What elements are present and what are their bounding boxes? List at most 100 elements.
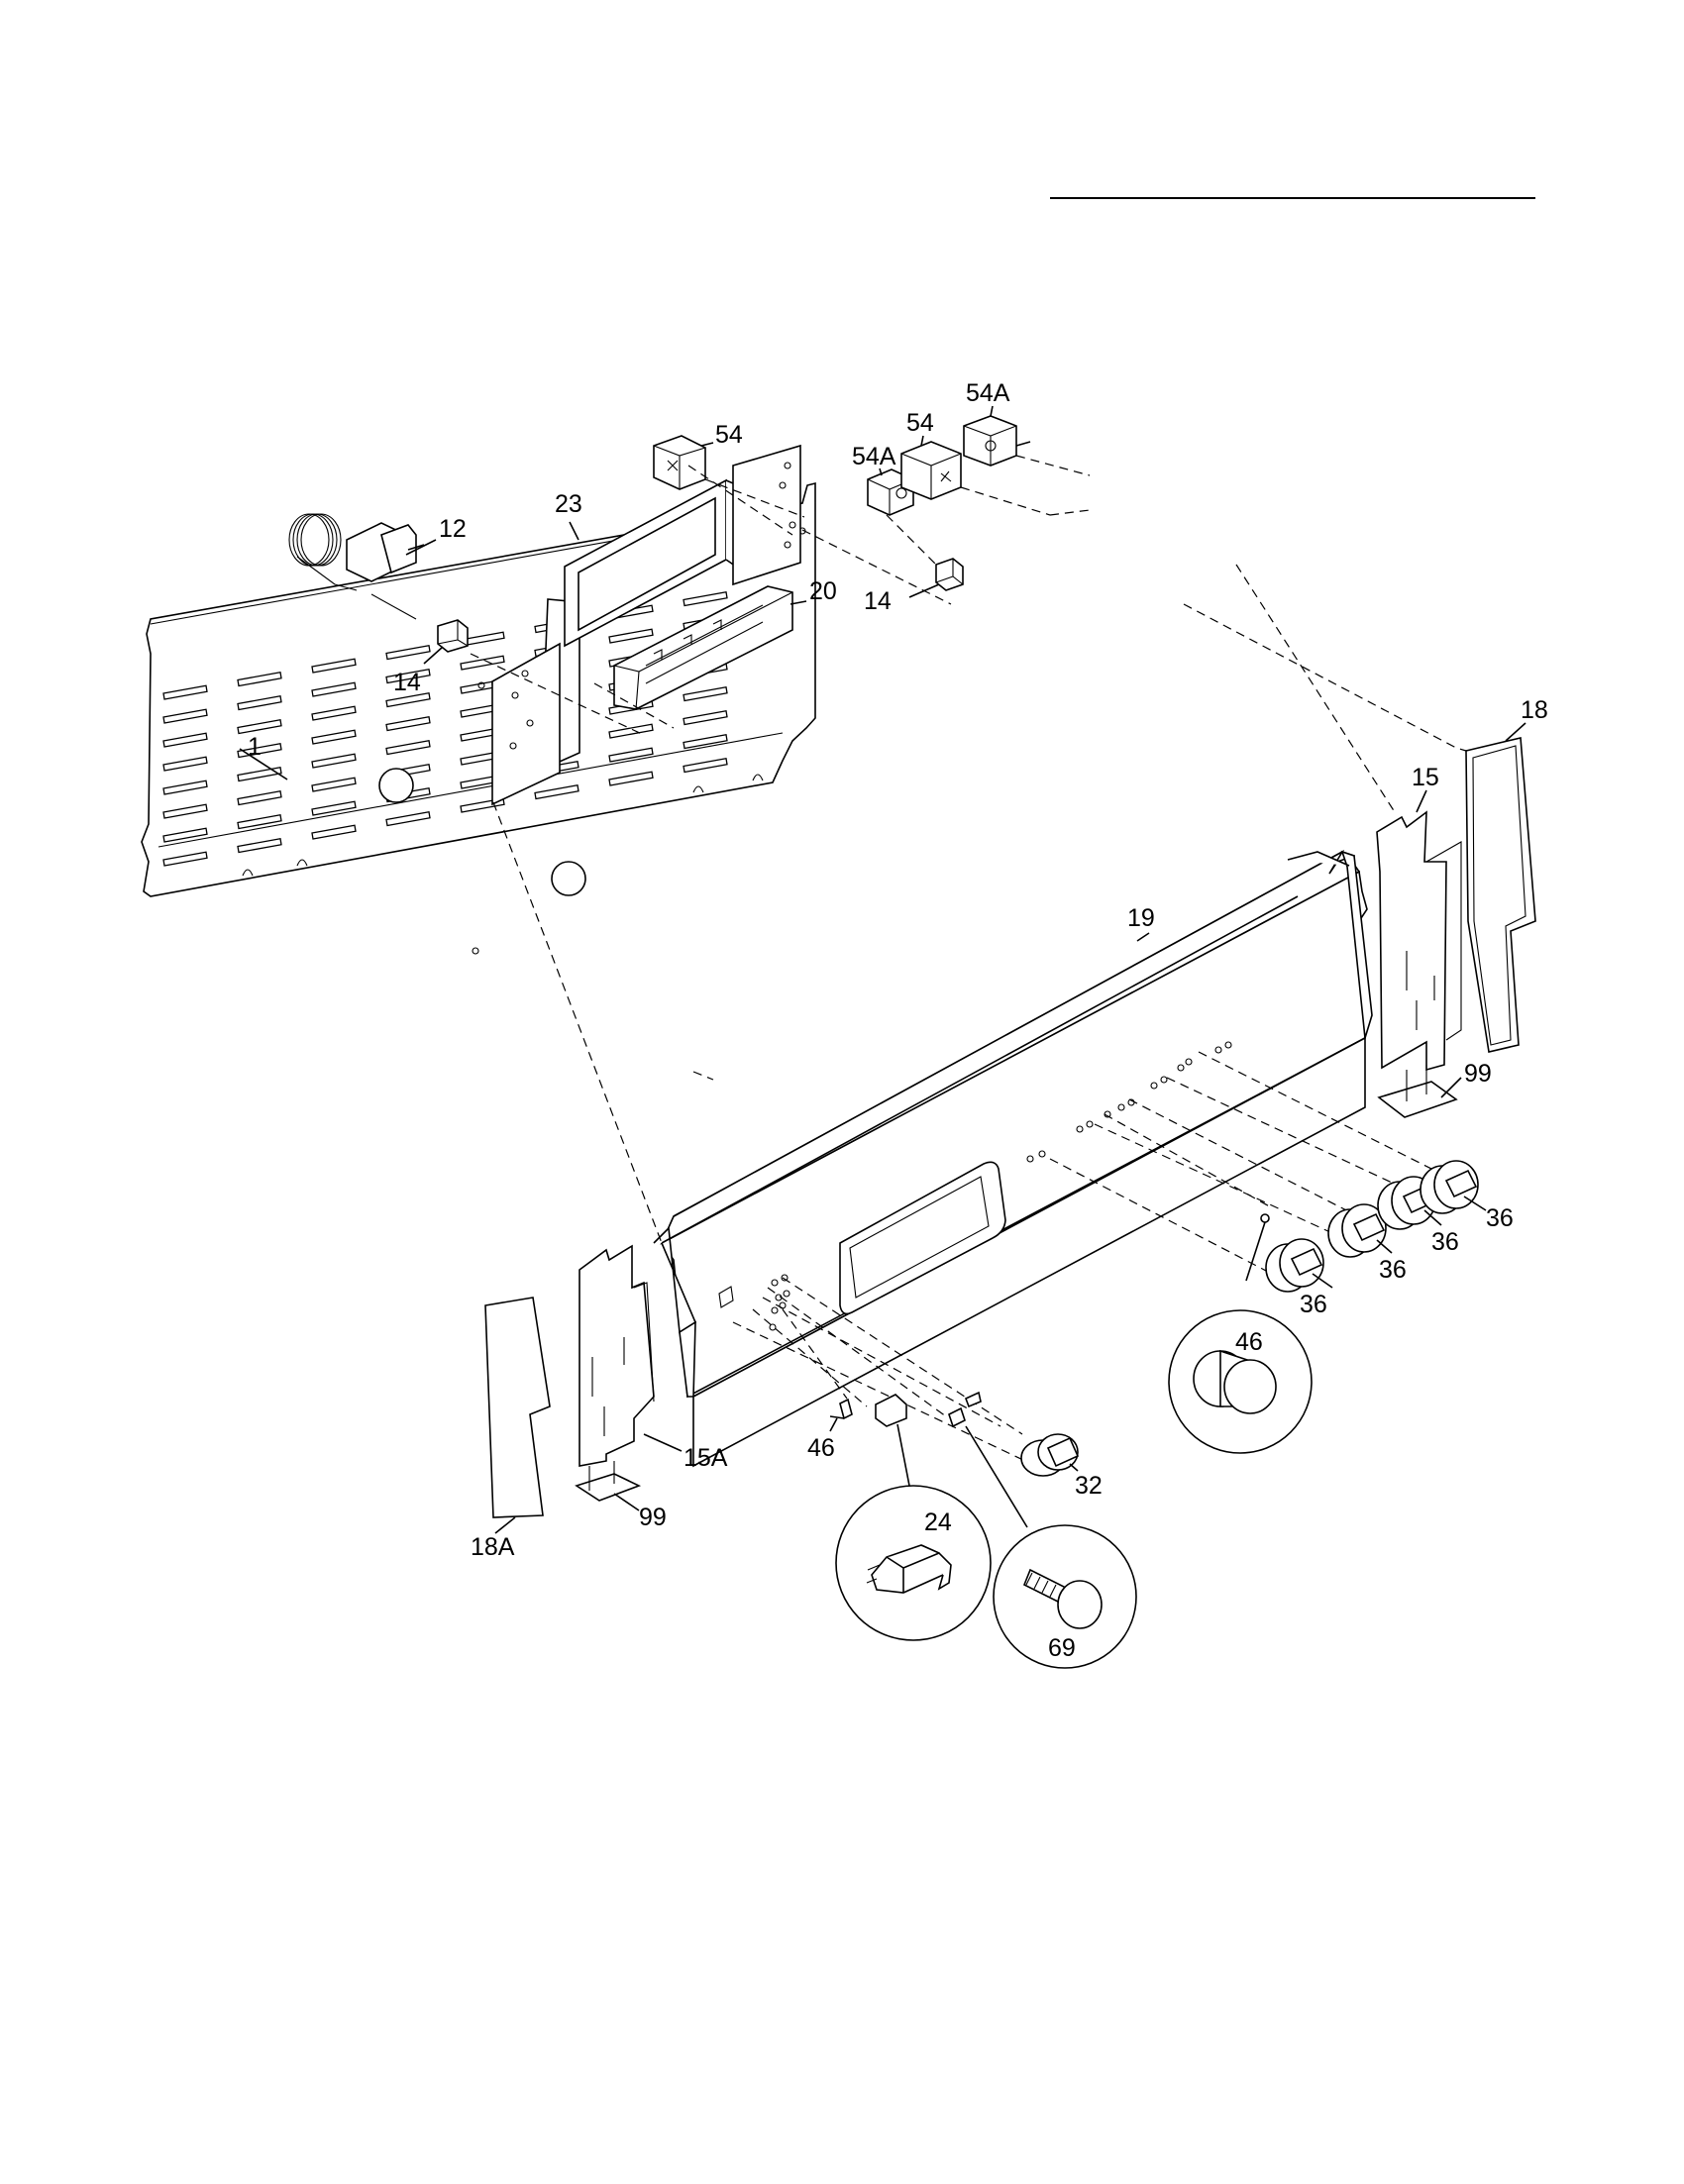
panel-hole xyxy=(1150,1082,1158,1090)
vent-slot xyxy=(385,691,431,708)
vent-slot xyxy=(608,628,654,644)
part-54-clock-switch-left xyxy=(653,435,706,490)
vent-slot xyxy=(385,810,431,827)
vent-slot xyxy=(237,671,282,687)
callout-54-right: 54 xyxy=(906,409,934,437)
panel-hole xyxy=(781,1274,789,1282)
part-15-side-bracket-right xyxy=(1376,810,1462,1118)
vent-slot xyxy=(311,753,357,769)
callout-69: 69 xyxy=(1048,1634,1076,1662)
callout-54-left: 54 xyxy=(715,421,743,449)
panel-hole xyxy=(779,1301,787,1309)
callout-54a-right: 54A xyxy=(966,379,1010,407)
callout-46-circle: 46 xyxy=(1235,1328,1263,1356)
knob-36 xyxy=(1327,1203,1387,1258)
panel-hole xyxy=(1117,1103,1125,1111)
callout-32: 32 xyxy=(1075,1472,1103,1500)
callout-18a: 18A xyxy=(471,1533,515,1561)
vent-slot xyxy=(608,723,654,739)
callout-20: 20 xyxy=(809,577,837,605)
panel-hole xyxy=(1177,1064,1185,1072)
control-bracket-left xyxy=(491,598,580,806)
panel-hole xyxy=(1086,1120,1094,1128)
part-69-screws xyxy=(948,1391,982,1428)
callout-54a-left: 54A xyxy=(852,443,896,470)
vent-slot xyxy=(683,757,728,774)
vent-slot xyxy=(162,827,208,843)
vent-slot xyxy=(237,813,282,830)
assembly-dashed-lines xyxy=(470,455,1467,1462)
callout-99-left: 99 xyxy=(639,1504,667,1531)
panel-hole xyxy=(1076,1125,1084,1133)
vent-slot xyxy=(683,685,728,702)
part-19-control-panel xyxy=(653,849,1373,1468)
callout-15a: 15A xyxy=(684,1444,728,1472)
callout-15: 15 xyxy=(1412,764,1439,791)
callout-24: 24 xyxy=(924,1508,952,1536)
vent-slot xyxy=(534,783,579,800)
part-36-knobs xyxy=(1265,1160,1479,1293)
vent-slot xyxy=(311,705,357,721)
panel-hole xyxy=(1127,1098,1135,1106)
vent-slot xyxy=(608,771,654,786)
panel-hole xyxy=(769,1323,777,1331)
detail-circle-46 xyxy=(1168,1309,1313,1454)
vent-slot xyxy=(460,655,505,671)
panel-hole xyxy=(1185,1058,1193,1066)
vent-slot xyxy=(385,644,431,661)
part-14-switch-left xyxy=(437,619,469,653)
callout-36-c: 36 xyxy=(1431,1228,1459,1256)
callout-1: 1 xyxy=(248,733,262,761)
knob-36 xyxy=(1420,1160,1479,1214)
vent-slot xyxy=(311,777,357,792)
vent-slot xyxy=(162,780,208,795)
callout-36-a: 36 xyxy=(1300,1291,1327,1318)
vent-slot xyxy=(162,732,208,748)
panel-hole xyxy=(1224,1041,1232,1049)
part-15a-side-bracket-left xyxy=(575,1244,655,1502)
panel-hole xyxy=(1214,1046,1222,1054)
vent-slot xyxy=(162,684,208,700)
panel-hole xyxy=(1038,1150,1046,1158)
part-46-plug-small xyxy=(839,1213,1270,1420)
callout-19: 19 xyxy=(1127,904,1155,932)
vent-slot xyxy=(237,789,282,806)
part-12-thermostat xyxy=(288,513,425,620)
panel-hole xyxy=(771,1306,779,1314)
vent-slot xyxy=(385,668,431,684)
vent-slot xyxy=(311,729,357,745)
vent-slot xyxy=(237,837,282,854)
vent-slot xyxy=(311,681,357,697)
detail-circle-69 xyxy=(993,1524,1137,1669)
detail-circle-24 xyxy=(835,1485,992,1641)
knob-36 xyxy=(1265,1238,1324,1293)
callout-14-right: 14 xyxy=(864,587,892,615)
vent-slot xyxy=(237,766,282,782)
vent-slot xyxy=(608,747,654,763)
panel-hole xyxy=(783,1290,790,1298)
part-18a-side-trim-left xyxy=(484,1297,551,1518)
vent-slot xyxy=(162,851,208,867)
callout-99-right: 99 xyxy=(1464,1060,1492,1088)
callout-23: 23 xyxy=(555,490,582,518)
callout-46-left: 46 xyxy=(807,1434,835,1462)
vent-slot xyxy=(311,658,357,674)
vent-slot xyxy=(683,709,728,726)
vent-slot xyxy=(311,800,357,816)
vent-slot xyxy=(683,733,728,750)
vent-slot xyxy=(162,756,208,772)
part-23-display-frame xyxy=(564,444,801,648)
panel-hole xyxy=(771,1279,779,1287)
callout-18: 18 xyxy=(1521,696,1548,724)
vent-slot xyxy=(162,803,208,819)
callout-36-b: 36 xyxy=(1379,1256,1407,1284)
vent-slot xyxy=(683,590,728,607)
part-14-switch-right xyxy=(935,558,964,591)
panel-holes xyxy=(769,1041,1232,1331)
vent-slot xyxy=(385,715,431,732)
part-54-clock-switch-right xyxy=(900,441,962,500)
part-54a-switch-right xyxy=(963,415,1031,467)
part-24-rocker-small xyxy=(875,1394,907,1427)
vent-slot xyxy=(237,718,282,735)
